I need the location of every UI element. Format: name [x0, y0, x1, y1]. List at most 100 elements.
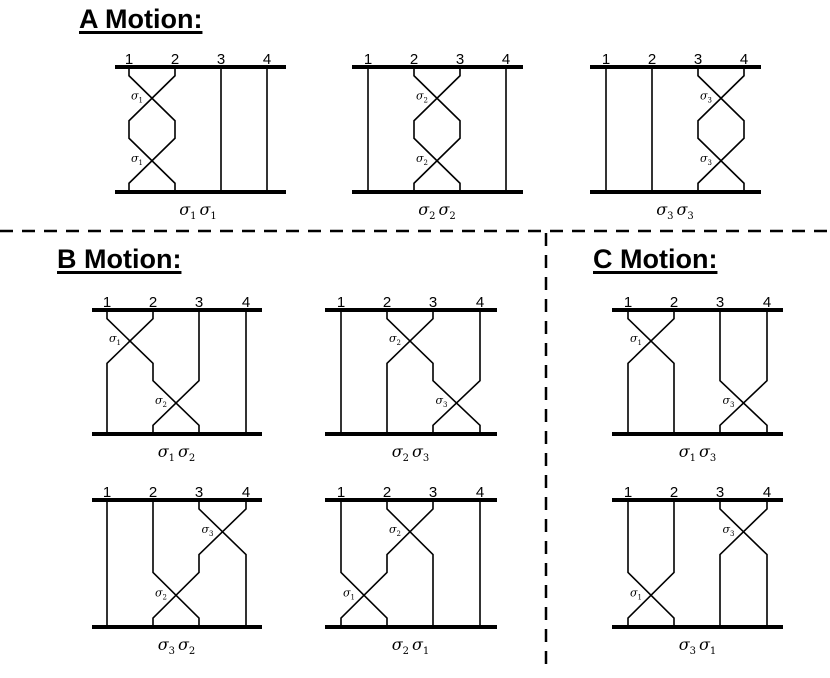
- strand-2: [152, 500, 200, 627]
- strand-number-1: 1: [624, 294, 632, 311]
- crossing-label-2: σ3: [436, 394, 448, 409]
- strand-number-4: 4: [476, 294, 484, 311]
- strand-number-4: 4: [263, 51, 271, 68]
- strand-1: [128, 67, 176, 192]
- strand-number-3: 3: [694, 51, 702, 68]
- strand-number-4: 4: [740, 51, 748, 68]
- strand-number-4: 4: [242, 294, 250, 311]
- strand-2: [627, 310, 675, 434]
- strand-number-1: 1: [337, 294, 345, 311]
- strand-number-1: 1: [364, 51, 372, 68]
- strand-3: [697, 67, 745, 192]
- strand-number-2: 2: [410, 51, 418, 68]
- crossing-label-2: σ3: [723, 394, 735, 409]
- strand-1: [627, 310, 675, 434]
- strand-number-3: 3: [217, 51, 225, 68]
- crossing-label-2: σ2: [155, 394, 167, 409]
- strand-number-1: 1: [103, 484, 111, 501]
- strand-number-2: 2: [670, 294, 678, 311]
- strand-number-3: 3: [195, 294, 203, 311]
- crossing-label-1: σ2: [416, 89, 428, 104]
- strand-number-4: 4: [763, 294, 771, 311]
- strand-2: [386, 310, 481, 434]
- crossing-label-2: σ1: [343, 586, 355, 601]
- strand-number-3: 3: [429, 484, 437, 501]
- strand-1: [340, 500, 388, 627]
- strand-2: [627, 500, 675, 627]
- strand-3: [719, 310, 768, 434]
- strand-1: [627, 500, 675, 627]
- strand-number-4: 4: [763, 484, 771, 501]
- strand-number-3: 3: [716, 294, 724, 311]
- strand-number-2: 2: [670, 484, 678, 501]
- strand-number-2: 2: [383, 294, 391, 311]
- strand-4: [719, 310, 768, 434]
- crossing-label-2: σ2: [155, 586, 167, 601]
- strand-number-1: 1: [602, 51, 610, 68]
- crossing-label-1: σ1: [109, 332, 121, 347]
- crossing-label-1: σ2: [389, 332, 401, 347]
- strand-4: [719, 500, 768, 627]
- crossing-label-1: σ3: [723, 523, 735, 538]
- strand-number-4: 4: [502, 51, 510, 68]
- crossing-label-2: σ2: [416, 152, 428, 167]
- section-title-a-motion: A Motion:: [79, 4, 203, 34]
- crossing-label-2: σ1: [630, 586, 642, 601]
- strand-2: [413, 67, 461, 192]
- strand-3: [152, 310, 200, 434]
- strand-1: [106, 310, 200, 434]
- strand-number-1: 1: [125, 51, 133, 68]
- crossing-label-1: σ2: [389, 523, 401, 538]
- section-title-c-motion: C Motion:: [593, 244, 718, 274]
- strand-number-2: 2: [171, 51, 179, 68]
- strand-number-1: 1: [103, 294, 111, 311]
- strand-number-4: 4: [476, 484, 484, 501]
- strand-number-3: 3: [456, 51, 464, 68]
- crossing-label-2: σ1: [131, 152, 143, 167]
- strand-number-2: 2: [149, 484, 157, 501]
- section-dividers: [0, 229, 830, 670]
- strand-number-3: 3: [716, 484, 724, 501]
- crossing-label-1: σ1: [630, 332, 642, 347]
- strand-2: [128, 67, 176, 192]
- strand-number-4: 4: [242, 484, 250, 501]
- crossing-label-1: σ3: [700, 89, 712, 104]
- strand-3: [386, 310, 434, 434]
- strand-number-1: 1: [337, 484, 345, 501]
- strand-number-3: 3: [429, 294, 437, 311]
- strand-3: [198, 500, 247, 627]
- strand-number-3: 3: [195, 484, 203, 501]
- crossing-label-1: σ1: [131, 89, 143, 104]
- strand-2: [106, 310, 154, 434]
- strand-4: [432, 310, 481, 434]
- crossing-label-1: σ3: [202, 523, 214, 538]
- strand-2: [386, 500, 434, 627]
- crossing-label-2: σ3: [700, 152, 712, 167]
- strand-4: [152, 500, 247, 627]
- strand-3: [719, 500, 768, 627]
- strand-3: [340, 500, 434, 627]
- strand-4: [697, 67, 745, 192]
- strand-number-1: 1: [624, 484, 632, 501]
- strand-number-2: 2: [648, 51, 656, 68]
- strand-number-2: 2: [383, 484, 391, 501]
- section-title-b-motion: B Motion:: [57, 244, 182, 274]
